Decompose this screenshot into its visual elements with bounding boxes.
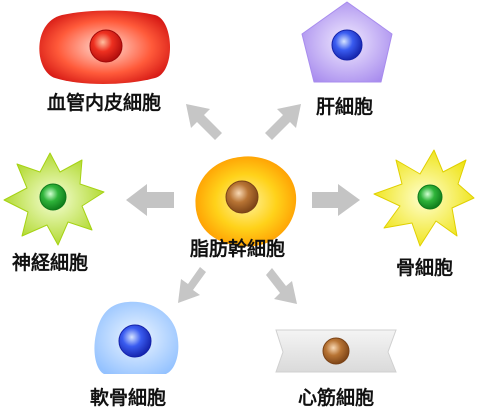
- muscle-cell: [275, 329, 397, 373]
- muscle-cell-label: 心筋細胞: [298, 387, 375, 409]
- bone-cell-nucleus: [417, 184, 443, 210]
- endothelial-cell-nucleus: [89, 29, 123, 63]
- arrow-shapes: [178, 104, 301, 304]
- cartilage-cell: [94, 301, 179, 374]
- arrow-down-right: [266, 268, 297, 304]
- cartilage-cell-label: 軟骨細胞: [90, 387, 167, 409]
- liver-cell-nucleus: [331, 29, 363, 61]
- liver-cell: [301, 1, 393, 83]
- arrow-to-bone: [312, 184, 360, 216]
- differentiation-arrows: [126, 184, 360, 216]
- cartilage-cell-nucleus: [118, 324, 152, 358]
- arrow-up-right: [265, 104, 301, 140]
- stem-cell: [195, 156, 297, 247]
- neuron-cell-nucleus: [39, 183, 67, 211]
- bone-cell: [373, 149, 475, 247]
- arrow-to-neuron: [126, 184, 174, 216]
- muscle-cell-nucleus: [322, 337, 350, 365]
- neuron-cell-label: 神経細胞: [12, 252, 89, 274]
- endothelial-cell-label: 血管内皮細胞: [47, 92, 162, 114]
- liver-cell-label: 肝細胞: [316, 96, 374, 118]
- endothelial-cell: [39, 10, 171, 84]
- arrow-up-left: [186, 104, 222, 140]
- stem-cell-label: 脂肪幹細胞: [190, 238, 286, 260]
- arrow-down-left: [178, 267, 206, 303]
- bone-cell-label: 骨細胞: [396, 257, 454, 279]
- stem-cell-nucleus: [225, 180, 259, 214]
- neuron-cell: [3, 152, 105, 246]
